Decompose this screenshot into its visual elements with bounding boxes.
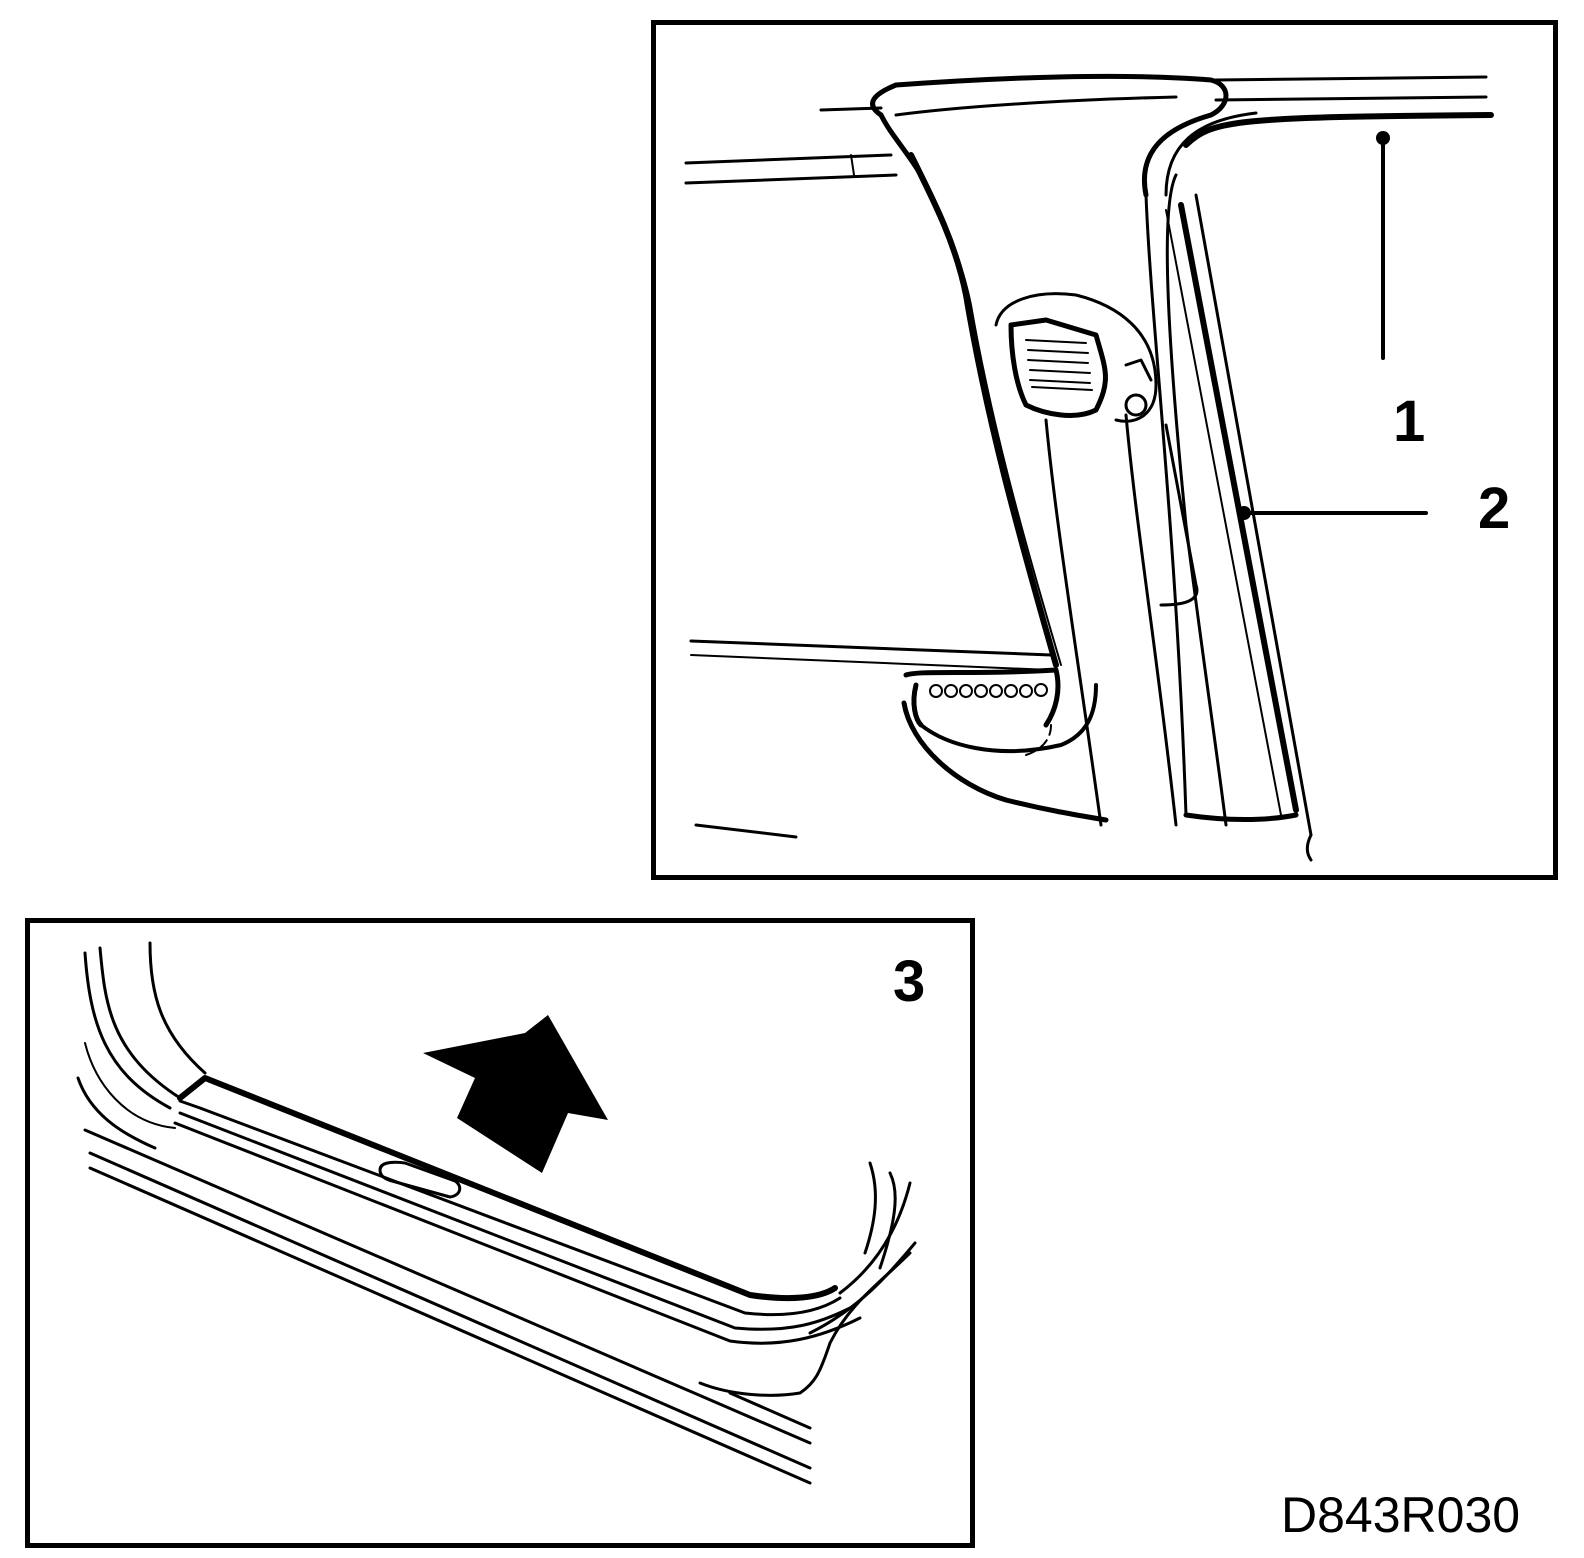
sill-trim-drawing	[76, 941, 917, 1485]
figure-code: D843R030	[1281, 1487, 1521, 1543]
callout-1: 1	[1393, 389, 1426, 454]
callout-2: 2	[1478, 476, 1511, 541]
pillar-detail-panel: 1 2	[651, 20, 1558, 880]
pillar-trim-drawing	[684, 73, 1494, 862]
up-arrow-icon	[423, 1015, 608, 1173]
callout-3: 3	[893, 949, 926, 1014]
sill-detail-panel: 3	[25, 918, 975, 1548]
